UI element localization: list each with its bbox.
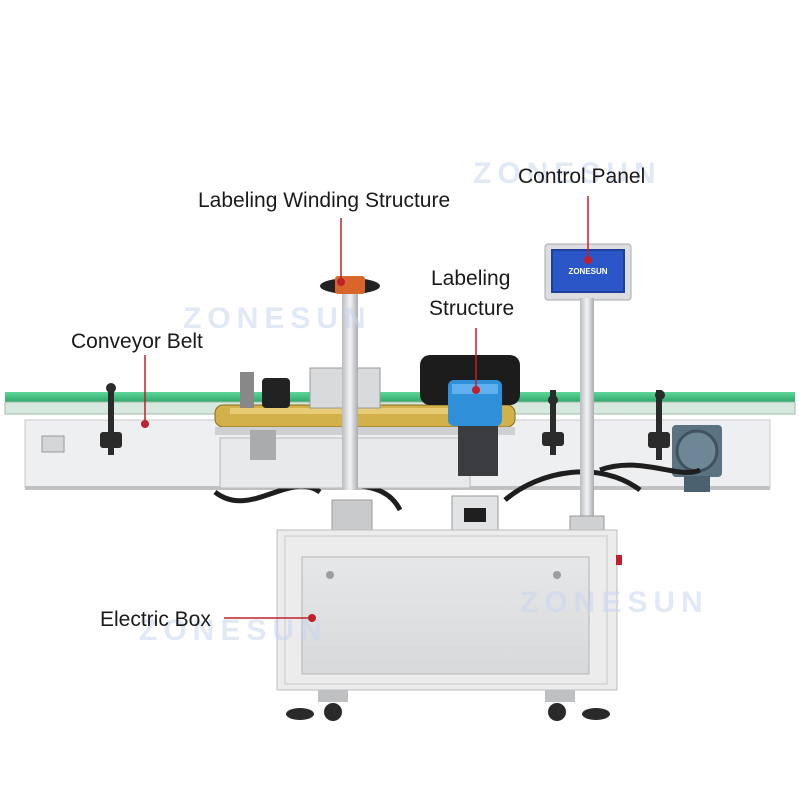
label-labeling-structure-line2: Structure	[429, 297, 515, 320]
guide-brackets	[100, 383, 670, 460]
watermark: ZONESUN	[183, 302, 372, 335]
watermark: ZONESUN	[520, 586, 709, 619]
winding-column	[320, 276, 380, 531]
label-control-panel: Control Panel	[518, 165, 646, 188]
label-electric-box: Electric Box	[100, 608, 211, 631]
label-winding-structure: Labeling Winding Structure	[198, 189, 451, 212]
control-panel: ZONESUN	[544, 243, 632, 533]
label-conveyor-belt: Conveyor Belt	[71, 330, 203, 353]
electric-box	[276, 529, 622, 691]
casters	[286, 690, 610, 721]
screen-brand: ZONESUN	[568, 267, 607, 276]
callout-lines	[141, 196, 592, 622]
watermark: ZONESUN	[473, 157, 662, 190]
motor	[672, 425, 722, 492]
watermark: ZONESUN	[139, 614, 328, 647]
label-labeling-structure-line1: Labeling	[431, 267, 511, 290]
